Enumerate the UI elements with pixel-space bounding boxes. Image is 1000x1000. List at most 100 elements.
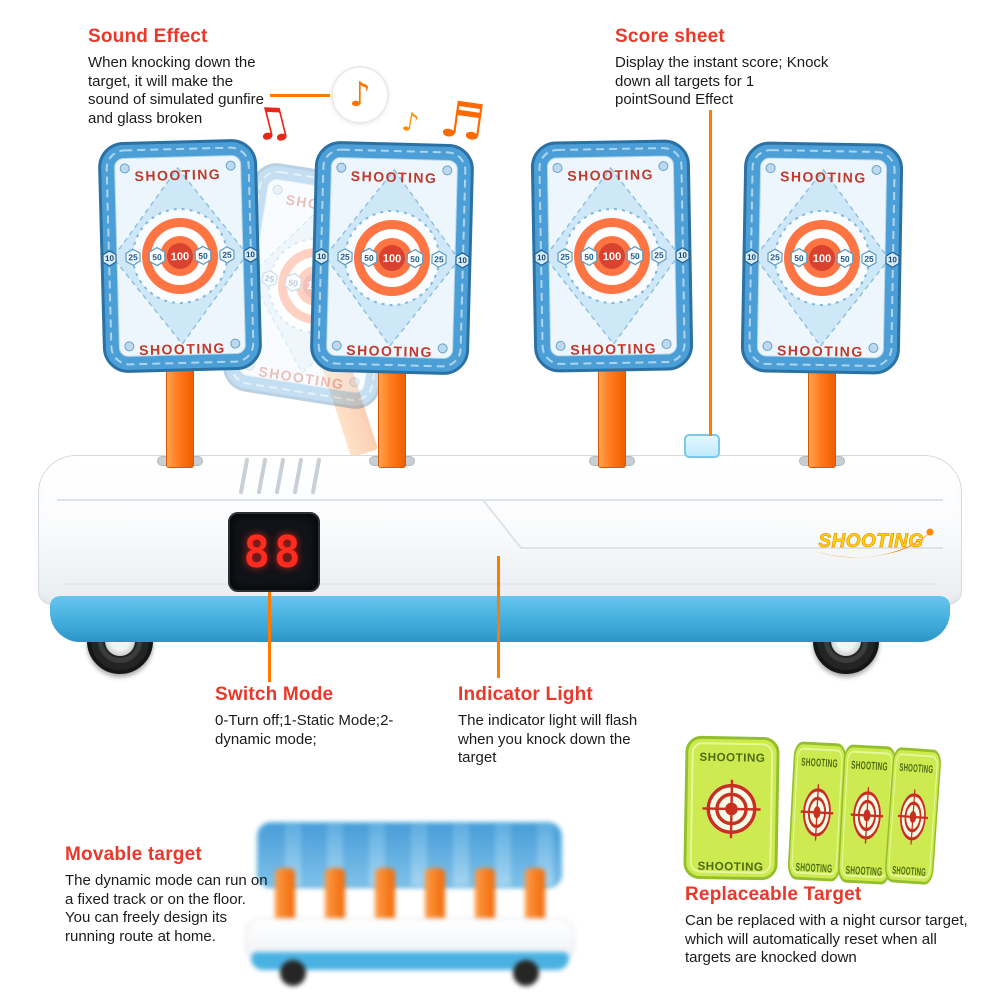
target-score-10: 10 xyxy=(458,256,468,265)
target-score-10: 10 xyxy=(888,255,898,264)
hex-badges-25 xyxy=(125,246,235,266)
photo-wheel xyxy=(513,960,539,986)
shooting-target-2: SHOOTING SHOOTING 100 50 50 25 25 10 10 xyxy=(309,140,475,376)
score-display-digits: 88 xyxy=(243,526,305,578)
photo-post xyxy=(325,868,345,926)
target-score-10: 10 xyxy=(537,253,547,262)
hex-badges-10 xyxy=(314,248,470,269)
card-label-top: SHOOTING xyxy=(801,756,838,770)
replaceable-target-title: Replaceable Target xyxy=(685,884,862,905)
shooting-target-graphic: SHOOTING SHOOTING 100 50 50 25 25 10 10 xyxy=(98,139,262,373)
photo-post xyxy=(425,868,445,926)
indicator-light-annotation: Indicator Light The indicator light will… xyxy=(458,684,648,768)
corner-screws xyxy=(552,161,672,351)
shooting-target-4: SHOOTING SHOOTING 100 50 50 25 25 10 10 xyxy=(740,141,904,376)
corner-screws xyxy=(762,163,882,353)
corner-screws xyxy=(331,162,453,354)
switch-mode-title: Switch Mode xyxy=(215,684,334,705)
target-score-50: 50 xyxy=(364,253,374,263)
sound-effect-title: Sound Effect xyxy=(88,26,208,47)
shooting-logo: SHOOTING xyxy=(814,528,934,558)
photo-wheel xyxy=(280,960,306,986)
target-label-top: SHOOTING xyxy=(780,168,867,186)
indicator-light-body: The indicator light will flash when you … xyxy=(458,712,638,767)
switch-mode-body: 0-Turn off;1-Static Mode;2-dynamic mode; xyxy=(215,712,394,748)
target-post xyxy=(378,356,406,468)
target-score-25: 25 xyxy=(864,254,874,264)
corner-screws xyxy=(119,160,241,352)
shooting-target-1: SHOOTING SHOOTING 100 50 50 25 25 10 10 xyxy=(97,138,263,374)
replaceable-target-body: Can be replaced with a night cursor targ… xyxy=(685,912,968,967)
score-sheet-callout-line xyxy=(709,110,712,436)
target-score-100: 100 xyxy=(603,251,622,263)
target-label-bottom: SHOOTING xyxy=(139,340,226,358)
target-score-10: 10 xyxy=(747,253,757,262)
movable-target-photo xyxy=(245,818,575,986)
hex-badges-25 xyxy=(767,248,877,268)
target-label-top: SHOOTING xyxy=(567,166,654,184)
target-score-25: 25 xyxy=(264,273,275,284)
target-score-50: 50 xyxy=(198,251,208,261)
movable-target-annotation: Movable target The dynamic mode can run … xyxy=(65,844,270,946)
target-score-25: 25 xyxy=(434,254,444,264)
target-post xyxy=(598,356,626,468)
shooting-target-graphic: SHOOTING SHOOTING 100 50 50 25 25 10 10 xyxy=(740,141,904,375)
target-score-10: 10 xyxy=(105,254,115,263)
target-score-50: 50 xyxy=(794,253,804,263)
photo-post xyxy=(525,868,545,926)
hex-badges-10 xyxy=(102,246,258,267)
music-note-icon: ♪ xyxy=(399,106,422,140)
target-score-100: 100 xyxy=(383,253,402,265)
replacement-card-graphic: SHOOTING SHOOTING xyxy=(885,747,941,885)
hex-badges-10 xyxy=(534,247,690,266)
target-score-50: 50 xyxy=(630,251,640,261)
target-score-100: 100 xyxy=(813,253,832,265)
replacement-card-3: SHOOTING SHOOTING xyxy=(836,743,897,887)
shooting-target-graphic: SHOOTING SHOOTING 100 50 50 25 25 10 10 xyxy=(530,139,694,373)
target-label-bottom: SHOOTING xyxy=(570,340,657,358)
logo-text: SHOOTING xyxy=(818,531,923,552)
switch-mode-callout-line xyxy=(268,592,271,682)
switch-mode-annotation: Switch Mode 0-Turn off;1-Static Mode;2-d… xyxy=(215,684,395,749)
hex-badges-25 xyxy=(337,248,447,268)
replacement-card-graphic: SHOOTING SHOOTING xyxy=(683,735,780,881)
target-label-top: SHOOTING xyxy=(351,168,438,186)
card-label-top: SHOOTING xyxy=(699,751,765,765)
score-sheet-body: Display the instant score; Knock down al… xyxy=(615,54,829,109)
sound-effect-body: When knocking down the target, it will m… xyxy=(88,54,264,127)
card-label-top: SHOOTING xyxy=(899,761,934,776)
indicator-light-callout-line xyxy=(497,556,500,678)
indicator-light-module xyxy=(684,434,720,458)
target-post xyxy=(808,356,836,468)
target-score-25: 25 xyxy=(340,252,350,262)
score-sheet-annotation: Score sheet Display the instant score; K… xyxy=(615,26,830,110)
hex-badges-10 xyxy=(744,249,900,268)
card-label-bottom: SHOOTING xyxy=(845,864,882,878)
card-label-bottom: SHOOTING xyxy=(795,861,832,875)
target-post xyxy=(166,356,194,468)
target-score-25: 25 xyxy=(128,252,138,262)
target-score-50: 50 xyxy=(840,254,850,264)
photo-blue-trim xyxy=(251,952,569,970)
target-score-50: 50 xyxy=(584,252,594,262)
target-score-25: 25 xyxy=(654,250,664,260)
target-score-25: 25 xyxy=(560,252,570,262)
shooting-target-graphic: SHOOTING SHOOTING 100 50 50 25 25 10 10 xyxy=(310,141,474,375)
target-score-10: 10 xyxy=(317,252,327,261)
target-label-top: SHOOTING xyxy=(134,166,221,184)
sound-effect-callout-line xyxy=(270,94,330,97)
target-score-10: 10 xyxy=(678,251,688,260)
replacement-card-graphic: SHOOTING SHOOTING xyxy=(838,744,896,885)
card-label-bottom: SHOOTING xyxy=(697,860,763,874)
target-score-50: 50 xyxy=(288,277,299,288)
hex-badges-50 xyxy=(580,245,644,267)
target-label-bottom: SHOOTING xyxy=(777,342,864,360)
movable-target-body: The dynamic mode can run on a fixed trac… xyxy=(65,872,268,945)
hex-badges-50 xyxy=(790,247,854,269)
score-sheet-title: Score sheet xyxy=(615,26,725,47)
shooting-target-3: SHOOTING SHOOTING 100 50 50 25 25 10 10 xyxy=(530,139,694,374)
photo-post xyxy=(375,868,395,926)
photo-post xyxy=(275,868,295,926)
music-note-circle-icon: ♪ xyxy=(331,66,389,124)
